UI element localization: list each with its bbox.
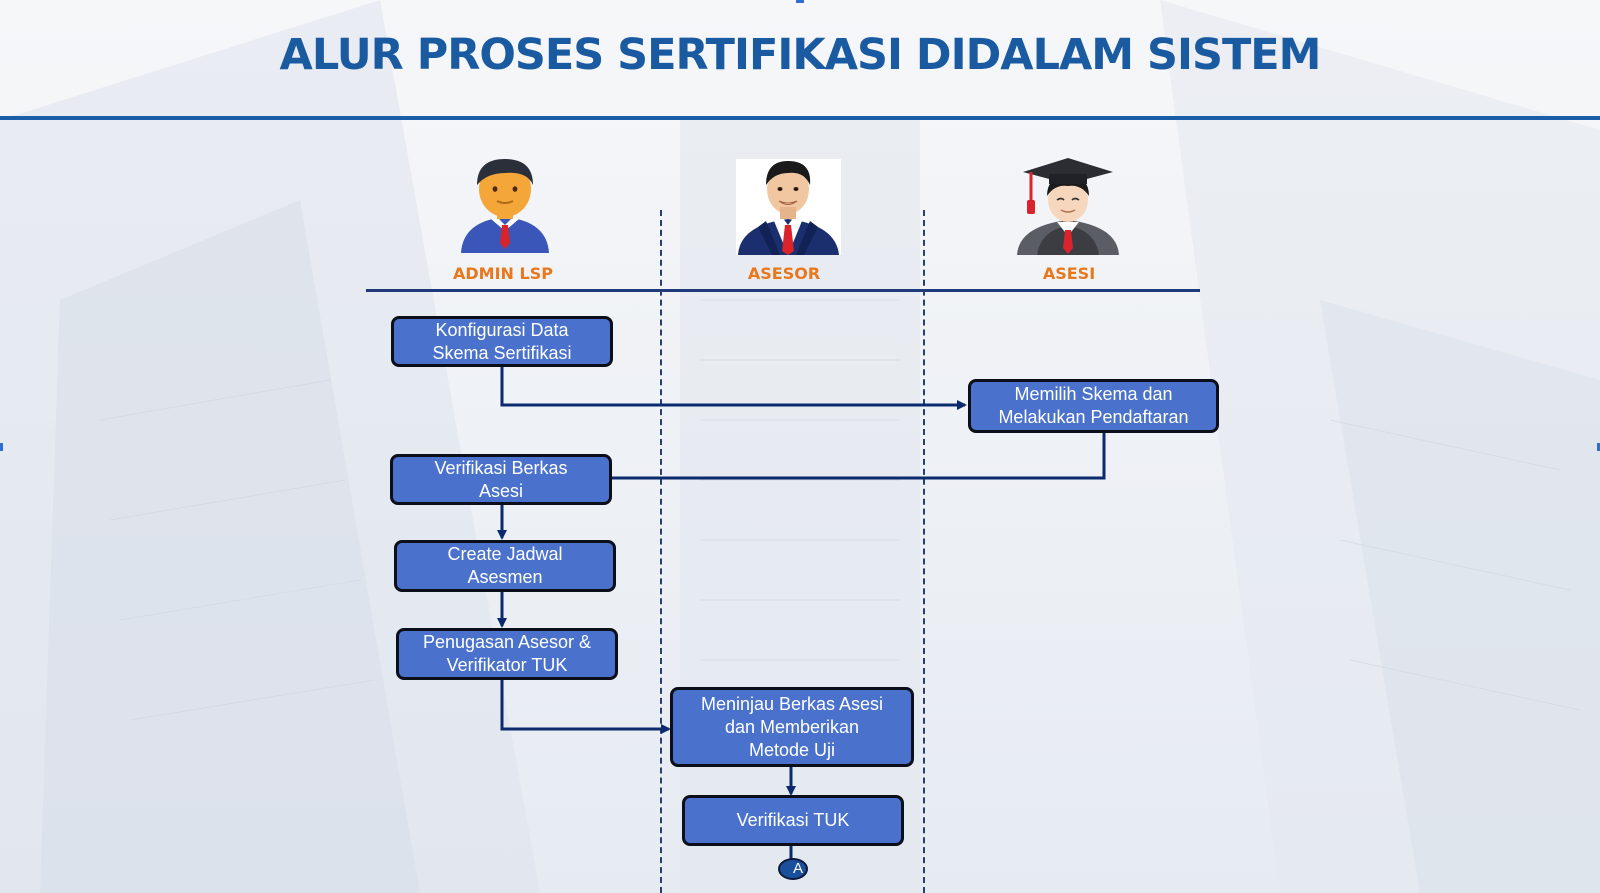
step-create-jadwal-line-2: Asesmen bbox=[467, 567, 543, 587]
lane-label-asesi: ASESI bbox=[1042, 264, 1096, 283]
step-create-jadwal-asesmen: Create Jadwal Asesmen bbox=[394, 540, 616, 592]
asesor-avatar-icon bbox=[736, 159, 841, 255]
step-verifikasi-berkas-line-2: Asesi bbox=[478, 480, 523, 501]
page-title: ALUR PROSES SERTIFIKASI DIDALAM SISTEM bbox=[279, 30, 1322, 80]
arrow-penugasan-to-meninjau bbox=[500, 680, 671, 734]
lane-divider-1 bbox=[660, 210, 662, 893]
offpage-connector-a: A bbox=[778, 858, 808, 880]
arrow-konfigurasi-to-memilih bbox=[500, 366, 967, 410]
step-meninjau-line-2: dan Memberikan bbox=[724, 716, 860, 737]
lane-divider-2 bbox=[923, 210, 925, 893]
step-memilih-line-2: Melakukan Pendaftaran bbox=[998, 407, 1189, 427]
left-edge-marker bbox=[0, 443, 3, 451]
step-verifikasi-berkas-line-1: Verifikasi Berkas bbox=[434, 457, 568, 478]
right-edge-marker bbox=[1597, 443, 1600, 451]
step-verifikasi-tuk-label: Verifikasi TUK bbox=[736, 810, 850, 830]
step-penugasan-asesor: Penugasan Asesor & Verifikator TUK bbox=[396, 628, 618, 680]
admin-avatar-icon bbox=[461, 159, 549, 253]
step-penugasan-line-2: Verifikator TUK bbox=[446, 655, 568, 675]
step-konfigurasi-line-1: Konfigurasi Data bbox=[435, 319, 569, 340]
step-memilih-skema: Memilih Skema dan Melakukan Pendaftaran bbox=[968, 379, 1219, 433]
lane-label-admin-lsp: ADMIN LSP bbox=[453, 264, 553, 283]
step-memilih-line-1: Memilih Skema dan bbox=[1014, 384, 1173, 404]
top-edge-marker bbox=[796, 0, 804, 3]
step-konfigurasi-line-2: Skema Sertifikasi bbox=[432, 342, 572, 363]
step-create-jadwal-line-1: Create Jadwal bbox=[447, 544, 563, 564]
step-verifikasi-berkas-asesi: Verifikasi Berkas Asesi bbox=[390, 454, 612, 505]
step-meninjau-berkas-asesi: Meninjau Berkas Asesi dan Memberikan Met… bbox=[670, 687, 914, 767]
step-verifikasi-tuk: Verifikasi TUK bbox=[682, 795, 904, 846]
lane-label-asesor: ASESOR bbox=[747, 264, 821, 283]
step-meninjau-line-1: Meninjau Berkas Asesi bbox=[700, 693, 884, 714]
title-underline bbox=[0, 116, 1600, 120]
arrow-memilih-to-verifikasi-berkas bbox=[612, 430, 1106, 480]
step-meninjau-line-3: Metode Uji bbox=[748, 739, 836, 760]
lane-header-rule bbox=[366, 289, 1200, 292]
step-penugasan-line-1: Penugasan Asesor & bbox=[422, 632, 592, 652]
asesi-graduate-avatar-icon bbox=[1017, 158, 1119, 255]
step-konfigurasi-data-skema: Konfigurasi Data Skema Sertifikasi bbox=[391, 316, 613, 367]
